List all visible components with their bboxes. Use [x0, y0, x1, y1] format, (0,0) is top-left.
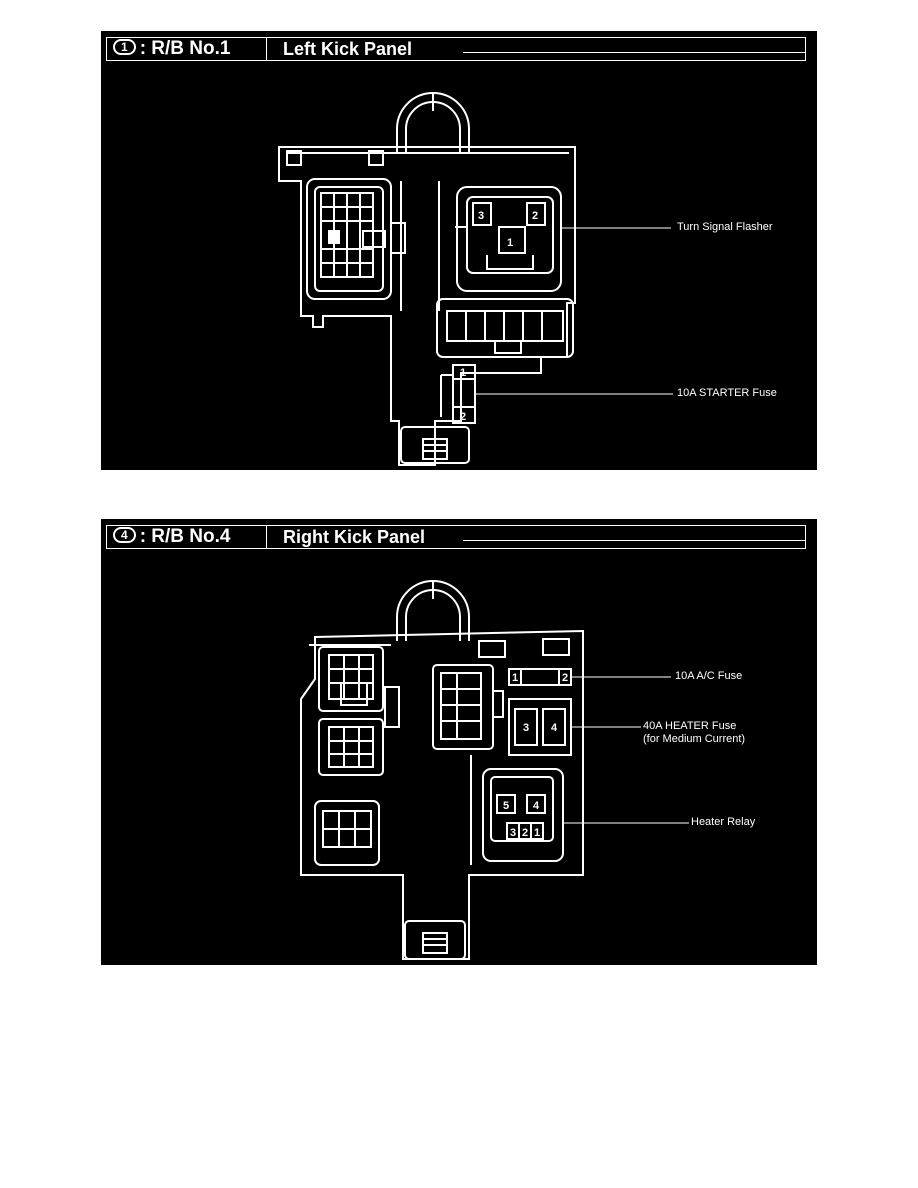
panel-1-symbol: 1	[113, 39, 136, 55]
starter-pin-2: 2	[460, 411, 466, 423]
heater-fuse-block	[508, 698, 572, 756]
relay-block-1-drawing: 3 2 1 1 2	[278, 92, 673, 466]
flasher-pin-2: 2	[532, 210, 538, 222]
flasher-pin-3: 3	[478, 210, 484, 222]
heater-relay-block	[482, 768, 564, 862]
block-4-bottom-plug	[404, 920, 466, 960]
ac-fuse-pin-1: 1	[512, 672, 518, 684]
ac-fuse-label: 10A A/C Fuse	[675, 670, 743, 682]
relay-block-1-panel: 1: R/B No.1 Left Kick Panel	[101, 31, 817, 470]
heater-fuse-label-line2: (for Medium Current)	[643, 733, 746, 745]
heater-fuse-pin-3: 3	[523, 722, 529, 734]
flasher-pin-1: 1	[507, 237, 513, 249]
block-4-left-relay-lower	[318, 718, 384, 776]
heater-fuse-pin-4: 4	[551, 722, 558, 734]
panel-4-badge: 4: R/B No.4	[107, 526, 267, 548]
block-4-outline	[300, 629, 584, 960]
panel-4-code: : R/B No.4	[139, 526, 231, 547]
starter-fuse-label: 10A STARTER Fuse	[677, 387, 777, 399]
heater-relay-pin-1: 1	[534, 827, 540, 839]
heater-relay-pin-3: 3	[510, 827, 516, 839]
heater-relay-pin-4: 4	[533, 800, 540, 812]
block-1-bottom-plug	[400, 426, 470, 464]
panel-4-title: Right Kick Panel	[283, 527, 426, 547]
panel-4-header-rule	[463, 540, 805, 541]
heater-relay-label: Heater Relay	[691, 816, 756, 828]
turn-signal-flasher-block	[456, 186, 562, 292]
ac-fuse-pin-2: 2	[562, 672, 568, 684]
panel-4-header: 4: R/B No.4 Right Kick Panel	[106, 525, 806, 549]
heater-relay-pin-2: 2	[522, 827, 528, 839]
panel-4-symbol: 4	[113, 527, 136, 543]
heater-fuse-label-line1: 40A HEATER Fuse	[643, 720, 737, 732]
turn-signal-flasher-label: Turn Signal Flasher	[677, 221, 773, 233]
heater-relay-pin-5: 5	[503, 800, 509, 812]
starter-pin-1: 1	[460, 367, 466, 379]
block-1-multi-connector	[436, 298, 574, 358]
block-1-left-relay	[306, 178, 392, 300]
panel-1-code: : R/B No.1	[139, 38, 231, 59]
panel-1-header: 1: R/B No.1 Left Kick Panel	[106, 37, 806, 61]
block-4-left-relay-upper	[318, 646, 384, 712]
relay-block-4-panel: 4: R/B No.4 Right Kick Panel	[101, 519, 817, 965]
block-1-outline	[278, 146, 576, 466]
panel-1-header-rule	[463, 52, 805, 53]
relay-block-4-drawing: 1 2 3 4 5 4 3 2 1	[300, 580, 689, 960]
block-4-small-connector	[314, 800, 380, 866]
panel-1-badge: 1: R/B No.1	[107, 38, 267, 60]
panel-1-title: Left Kick Panel	[283, 39, 413, 59]
